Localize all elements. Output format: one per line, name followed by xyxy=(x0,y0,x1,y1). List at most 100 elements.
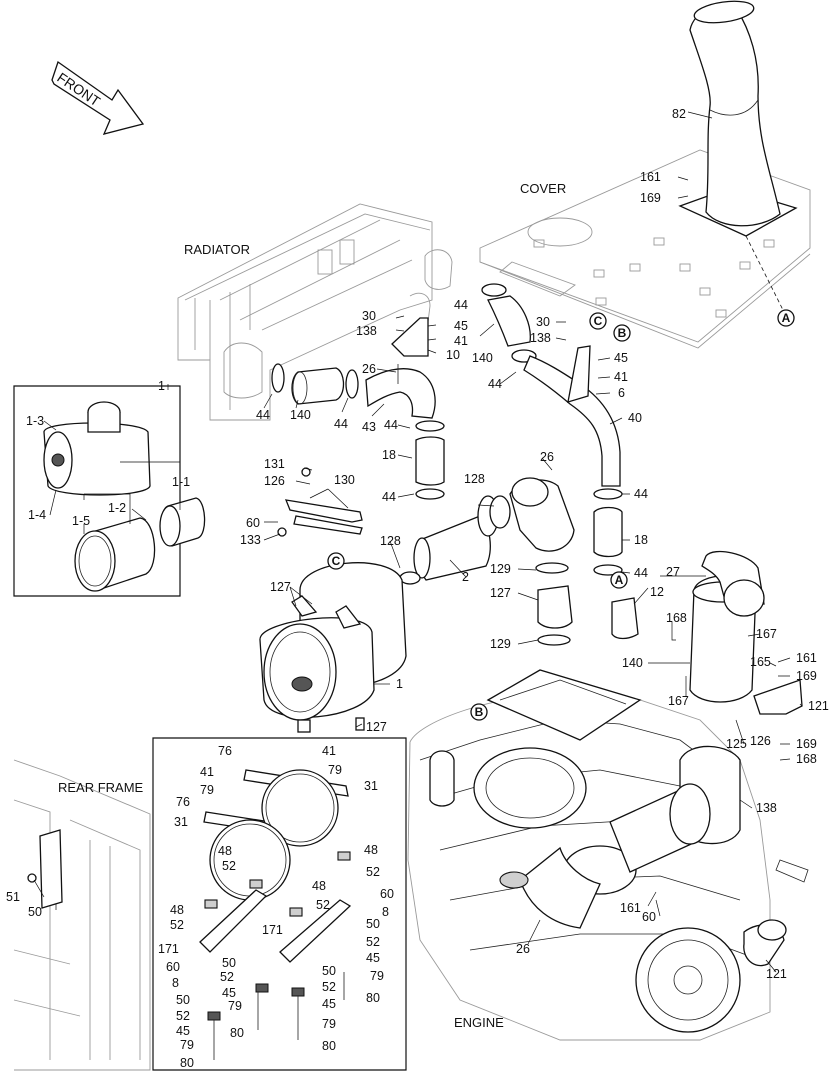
callout-numbers: 82 161 169 1 1-3 1-1 1-2 1-4 1-5 44 140 … xyxy=(6,107,829,1070)
callout-169: 168 xyxy=(796,752,817,766)
callout-1-5: 1-5 xyxy=(72,514,90,528)
callout-166: 165 xyxy=(750,655,771,669)
callout-39: 82 xyxy=(672,107,686,121)
callout-51-c: 50 xyxy=(322,964,336,978)
callout-60: 50 xyxy=(28,905,42,919)
callout-31-a: 31 xyxy=(364,779,378,793)
ref-a: A xyxy=(782,311,791,325)
callout-14-a: 18 xyxy=(382,448,396,462)
callout-44-d: 44 xyxy=(382,490,396,504)
callout-8-a: 8 xyxy=(382,905,389,919)
callout-45-a: 45 xyxy=(454,319,468,333)
callout-30-a: 30 xyxy=(362,309,376,323)
callout-130-a: 129 xyxy=(490,562,511,576)
callout-80-b: 79 xyxy=(200,783,214,797)
callout-170-b: 169 xyxy=(796,737,817,751)
callout-26: 26 xyxy=(516,942,530,956)
air-cleaner-main xyxy=(259,562,407,733)
callout-50-d: 45 xyxy=(176,1024,190,1038)
callout-79-b: 60 xyxy=(642,910,656,924)
callout-48-d: 48 xyxy=(170,903,184,917)
callout-18-b: 26 xyxy=(540,450,554,464)
callout-133: 140 xyxy=(622,656,643,670)
callout-51-a: 50 xyxy=(366,917,380,931)
callout-44-e: 44 xyxy=(454,298,468,312)
callout-43-c: 41 xyxy=(322,744,336,758)
callout-80-c: 79 xyxy=(370,969,384,983)
engine-outline xyxy=(407,669,809,1041)
callout-126-a: 126 xyxy=(264,474,285,488)
ref-c-lower: C xyxy=(332,554,341,568)
callout-44-g: 44 xyxy=(634,487,648,501)
callout-79-c: 60 xyxy=(380,887,394,901)
callout-168: 168 xyxy=(666,611,687,625)
callout-82-d: 80 xyxy=(180,1056,194,1070)
callout-44-b: 44 xyxy=(334,417,348,431)
callout-14-b: 18 xyxy=(634,533,648,547)
callout-1-4: 1-4 xyxy=(28,508,46,522)
callout-50-c: 45 xyxy=(322,997,336,1011)
callout-48-c: 48 xyxy=(312,879,326,893)
callout-52-c: 52 xyxy=(316,898,330,912)
callout-2: 2 xyxy=(462,570,469,584)
callout-18-a: 26 xyxy=(362,362,376,376)
callout-79-d: 60 xyxy=(166,960,180,974)
front-arrow: FRONT xyxy=(51,60,145,135)
callout-127: 127 xyxy=(366,720,387,734)
callout-10: 10 xyxy=(446,348,460,362)
label-engine: ENGINE xyxy=(454,1015,504,1030)
callout-50-b: 45 xyxy=(222,986,236,1000)
callout-130-b: 129 xyxy=(490,637,511,651)
callout-43-a: 41 xyxy=(454,334,468,348)
callout-50-a: 45 xyxy=(366,951,380,965)
callout-1-3: 1-3 xyxy=(26,414,44,428)
callout-82-b: 80 xyxy=(230,1026,244,1040)
callout-120: 121 xyxy=(766,967,787,981)
mount-detail xyxy=(152,737,407,1071)
ref-b: B xyxy=(618,326,627,340)
radiator-outline xyxy=(177,203,453,421)
callout-157: 138 xyxy=(756,801,777,815)
cover-outline xyxy=(479,149,811,349)
callout-128-a: 128 xyxy=(464,472,485,486)
ref-b-lower: B xyxy=(475,705,484,719)
callout-80-d: 79 xyxy=(228,999,242,1013)
callout-131: 127 xyxy=(490,586,511,600)
callout-52-d: 52 xyxy=(170,918,184,932)
callout-82-c: 80 xyxy=(322,1039,336,1053)
callout-81-a: 76 xyxy=(218,744,232,758)
callout-80-f: 79 xyxy=(180,1038,194,1052)
reference-markers: A B C C A B xyxy=(327,309,795,721)
callout-52-f: 52 xyxy=(220,970,234,984)
callout-140-a: 138 xyxy=(356,324,377,338)
callout-41: 43 xyxy=(362,420,376,434)
label-rear-frame: REAR FRAME xyxy=(58,780,144,795)
callout-52-g: 52 xyxy=(322,980,336,994)
leader-lines xyxy=(33,111,803,973)
callout-44-a: 44 xyxy=(256,408,270,422)
callout-40: 40 xyxy=(628,411,642,425)
callout-161-a: 140 xyxy=(290,408,311,422)
callout-6: 6 xyxy=(618,386,625,400)
callout-170-a: 169 xyxy=(796,669,817,683)
callout-51-d: 50 xyxy=(176,993,190,1007)
callout-80-e: 79 xyxy=(322,1017,336,1031)
callout-52-h: 52 xyxy=(176,1009,190,1023)
callout-126-b: 126 xyxy=(750,734,771,748)
callout-167-a: 167 xyxy=(756,627,777,641)
turbo-elbow xyxy=(399,477,575,646)
callout-76: 51 xyxy=(6,890,20,904)
rear-frame-outline xyxy=(13,759,151,1071)
assembly-labels: RADIATOR COVER REAR FRAME ENGINE xyxy=(58,181,566,1030)
ref-c: C xyxy=(594,314,603,328)
callout-48-a: 48 xyxy=(218,844,232,858)
callout-165-top: 161 xyxy=(640,170,661,184)
callout-52-a: 52 xyxy=(222,859,236,873)
callout-1-1: 1-1 xyxy=(172,475,190,489)
callout-52-e: 52 xyxy=(366,935,380,949)
callout-81-b: 76 xyxy=(176,795,190,809)
callout-137: 130 xyxy=(334,473,355,487)
callout-80-a: 79 xyxy=(328,763,342,777)
callout-1-2: 1-2 xyxy=(108,501,126,515)
callout-51-b: 50 xyxy=(222,956,236,970)
